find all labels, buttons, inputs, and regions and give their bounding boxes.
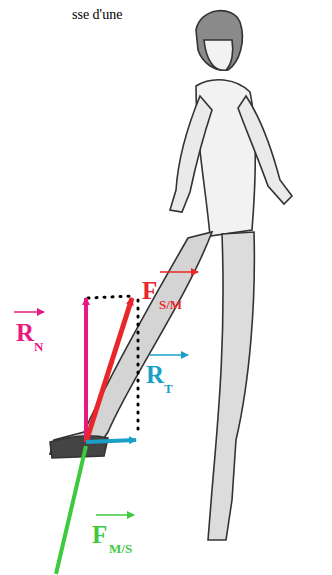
force-subscript: M/S — [109, 542, 132, 555]
force-symbol: R — [16, 320, 34, 345]
force-subscript: T — [164, 382, 173, 395]
force-symbol: F — [142, 278, 157, 303]
force-symbol: R — [146, 362, 164, 387]
force-subscript: N — [34, 340, 43, 353]
force-symbol: F — [92, 522, 107, 547]
force-subscript: S/M — [159, 298, 182, 311]
caption-fragment: sse d'une — [72, 8, 122, 22]
